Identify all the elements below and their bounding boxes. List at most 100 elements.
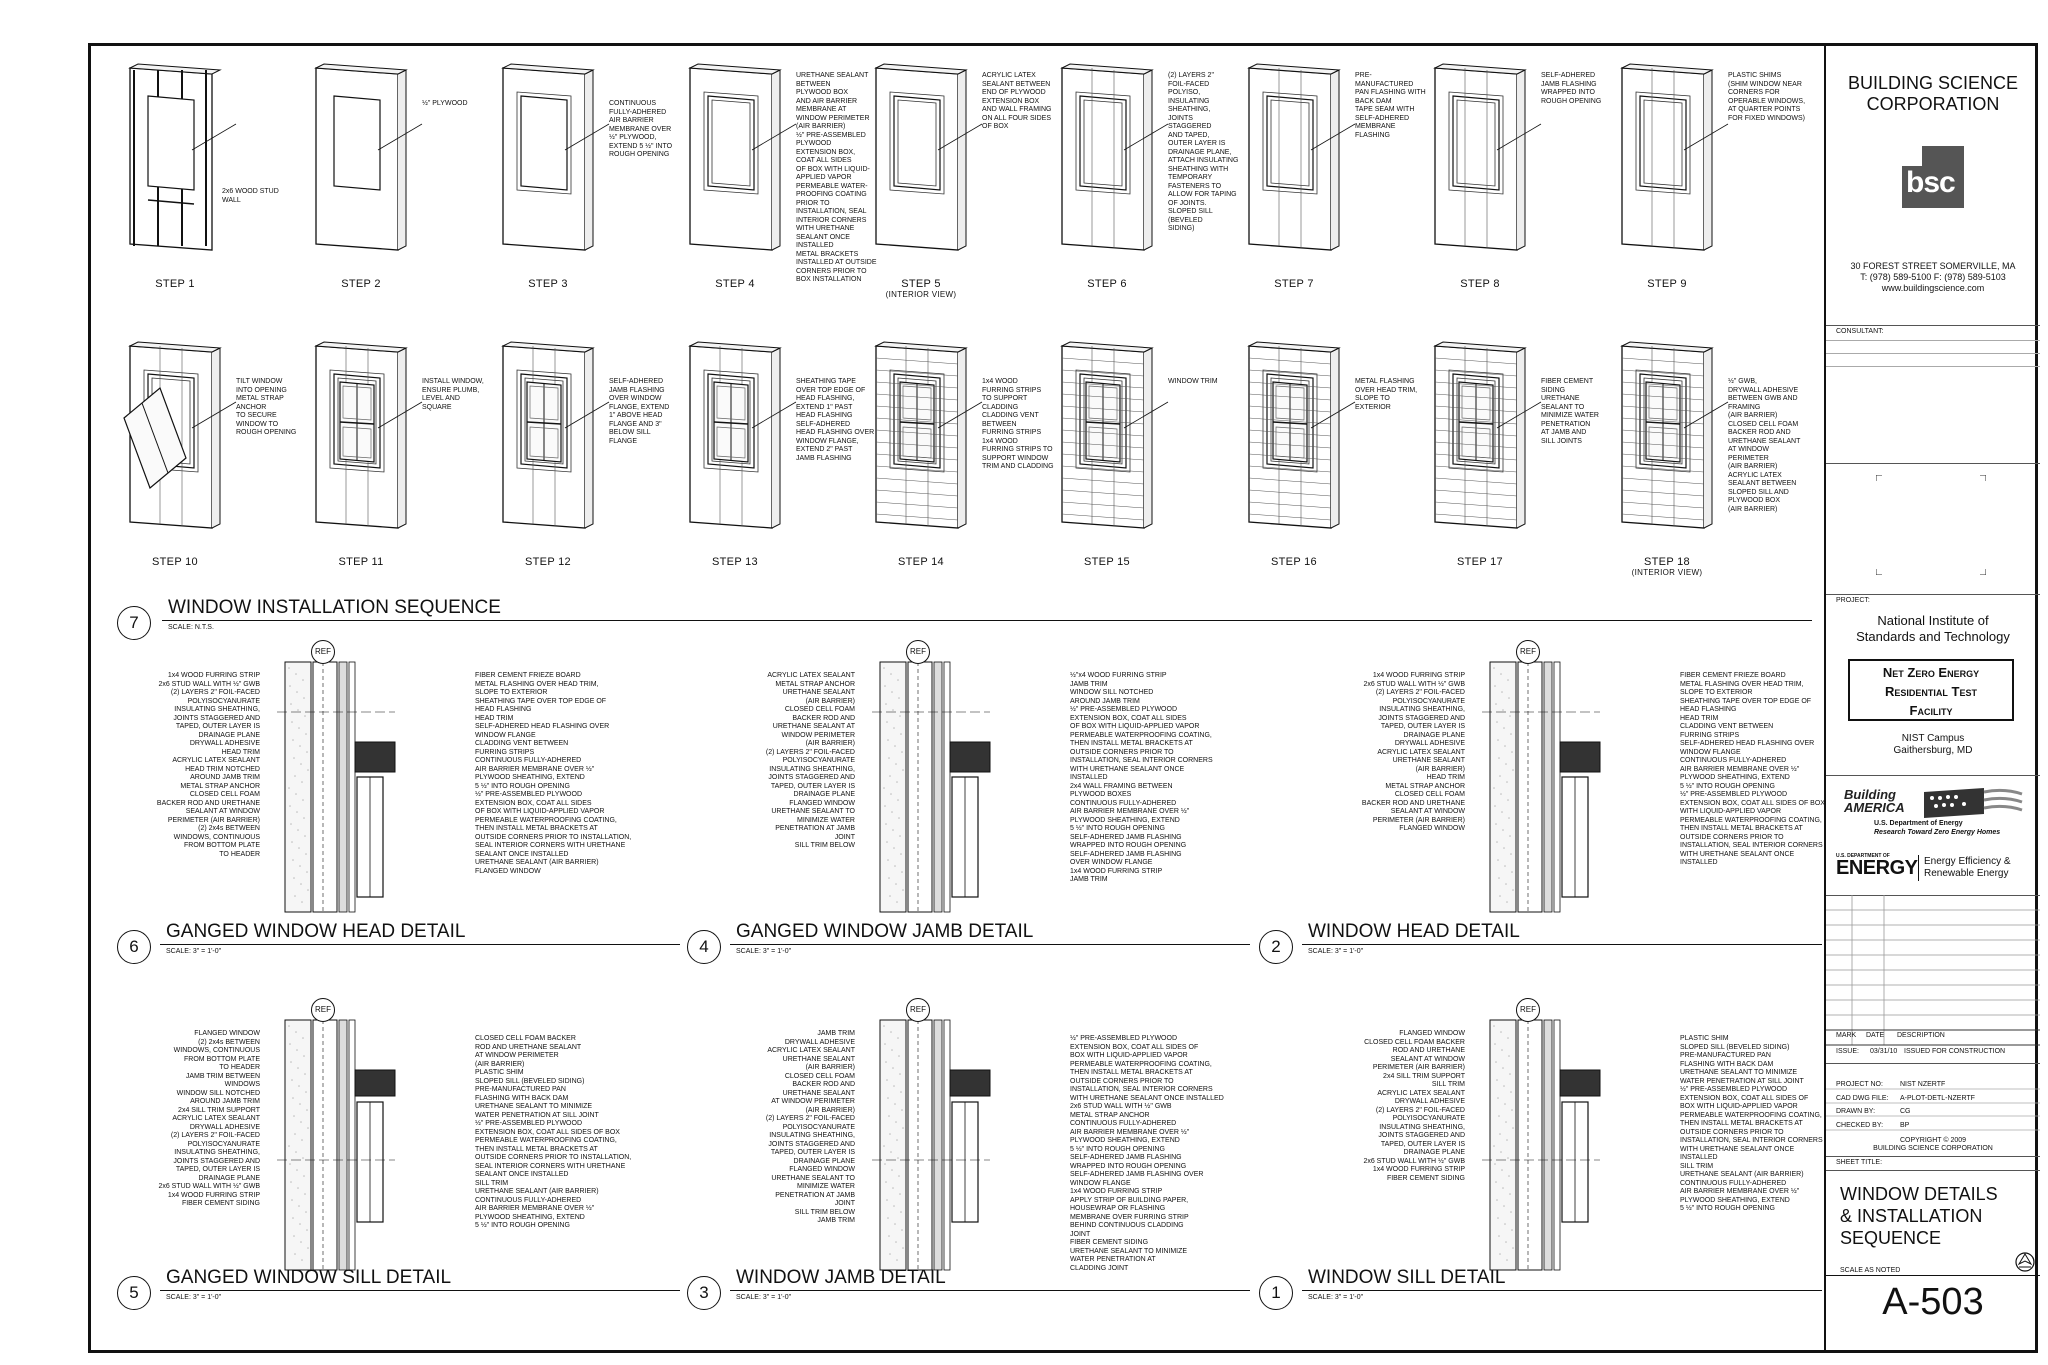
building-america-wordmark: Building AMERICA <box>1844 787 1905 815</box>
detail-scale: SCALE: 3" = 1'-0" <box>1308 1294 1364 1301</box>
step-note: TILT WINDOW INTO OPENING METAL STRAP ANC… <box>236 378 297 436</box>
step-note: PLASTIC SHIMS (SHIM WINDOW NEAR CORNERS … <box>1728 72 1806 122</box>
leader-line <box>1496 123 1542 151</box>
company-name: BUILDING SCIENCE CORPORATION <box>1826 73 2040 115</box>
project-info-values: NIST NZERTF A-PLOT-DETL-NZERTF CG BP <box>1900 1078 1975 1132</box>
detail-drawing <box>872 1019 991 1271</box>
divider <box>1826 353 2040 354</box>
leader-line <box>1310 401 1356 429</box>
revision-date-header: DATE <box>1866 1032 1885 1039</box>
doe-eere-line1: Energy Efficiency & <box>1924 856 2011 867</box>
detail-left-labels: FLANGED WINDOW CLOSED CELL FOAM BACKER R… <box>1363 1030 1465 1182</box>
sheet-title-line3: SEQUENCE <box>1840 1228 1942 1248</box>
detail-number: 1 <box>1259 1276 1293 1310</box>
bsc-logo-notch <box>1902 146 1922 166</box>
step-10 <box>120 338 230 538</box>
drawn-by-label: DRAWN BY: <box>1836 1108 1876 1115</box>
step-label: STEP 5(INTERIOR VIEW) <box>861 278 981 299</box>
step-illustration <box>501 341 595 529</box>
step-illustration <box>874 63 968 251</box>
divider <box>1826 895 2040 896</box>
step-7 <box>1239 60 1349 260</box>
step-16 <box>1239 338 1349 538</box>
step-illustration <box>874 341 968 529</box>
step-note: METAL FLASHING OVER HEAD TRIM, SLOPE TO … <box>1355 378 1418 411</box>
company-phone: T: (978) 589-5100 F: (978) 589-5103 <box>1860 272 2006 282</box>
step-sublabel: (INTERIOR VIEW) <box>1631 568 1703 577</box>
step-illustration <box>123 341 222 529</box>
cad-file-value: A-PLOT-DETL-NZERTF <box>1900 1094 1975 1102</box>
step-illustration <box>1620 341 1714 529</box>
step-label-text: STEP 13 <box>712 556 758 568</box>
step-note: INSTALL WINDOW, ENSURE PLUMB, LEVEL AND … <box>422 378 484 411</box>
project-no-value: NIST NZERTF <box>1900 1081 1946 1088</box>
sheet-title-line1: WINDOW DETAILS <box>1840 1184 1998 1204</box>
company-contact: 30 FOREST STREET SOMERVILLE, MA T: (978)… <box>1826 261 2040 294</box>
copyright-line2: BUILDING SCIENCE CORPORATION <box>1873 1145 1993 1152</box>
leader-line <box>191 123 237 151</box>
step-label: STEP 13 <box>675 556 795 568</box>
step-illustration <box>501 63 595 251</box>
north-arrow-icon <box>2015 1252 2035 1272</box>
divider <box>1826 775 2040 776</box>
step-illustration <box>314 341 408 529</box>
company-website: www.buildingscience.com <box>1881 283 1985 293</box>
leader-line <box>751 401 797 429</box>
building-america-logo: Building AMERICA U.S. Department of Ener… <box>1844 788 2029 846</box>
revision-mark-header: MARK <box>1836 1032 1857 1039</box>
detail-right-labels: PLASTIC SHIM SLOPED SILL (BEVELED SIDING… <box>1680 1035 1823 1212</box>
step-label-text: STEP 3 <box>528 278 568 290</box>
doe-small-text: U.S. DEPARTMENT OF <box>1836 853 1890 859</box>
step-note: SELF-ADHERED JAMB FLASHING WRAPPED INTO … <box>1541 72 1602 105</box>
leader-line <box>1683 401 1729 429</box>
step-label-text: STEP 18 <box>1644 556 1690 568</box>
step-label-text: STEP 5 <box>901 278 941 290</box>
revision-description-header: DESCRIPTION <box>1897 1032 1945 1039</box>
detail-drawing <box>1482 1019 1601 1271</box>
step-label: STEP 3 <box>488 278 608 290</box>
company-address: 30 FOREST STREET SOMERVILLE, MA <box>1850 261 2016 271</box>
detail-title: GANGED WINDOW SILL DETAIL <box>166 1267 452 1288</box>
ref-tag: REF <box>1516 640 1540 664</box>
leader-line <box>1123 123 1169 151</box>
step-sublabel: (INTERIOR VIEW) <box>885 290 957 299</box>
detail-drawing <box>1482 661 1601 913</box>
ref-tag: REF <box>906 998 930 1022</box>
step-17 <box>1425 338 1535 538</box>
issue-date: 03/31/10 <box>1870 1048 1898 1055</box>
sequence-title-rule <box>162 620 1812 621</box>
company-name-line2: CORPORATION <box>1866 94 2000 114</box>
issue-label: ISSUE: <box>1836 1048 1859 1055</box>
detail-right-labels: CLOSED CELL FOAM BACKER ROD AND URETHANE… <box>475 1035 632 1229</box>
scale-note: SCALE AS NOTED <box>1840 1267 1901 1274</box>
detail-title-rule <box>730 944 1250 945</box>
step-note: URETHANE SEALANT BETWEEN PLYWOOD BOX AND… <box>796 72 877 283</box>
step-label: STEP 18(INTERIOR VIEW) <box>1607 556 1727 577</box>
step-9 <box>1612 60 1722 260</box>
step-illustration <box>1247 63 1341 251</box>
step-label: STEP 14 <box>861 556 981 568</box>
detail-number: 5 <box>117 1276 151 1310</box>
leader-line <box>751 123 797 151</box>
leader-line <box>564 401 610 429</box>
step-label-text: STEP 1 <box>155 278 195 290</box>
step-label: STEP 11 <box>301 556 421 568</box>
divider <box>1826 340 2040 341</box>
step-label: STEP 17 <box>1420 556 1540 568</box>
detail-left-labels: ACRYLIC LATEX SEALANT METAL STRAP ANCHOR… <box>765 672 855 849</box>
divider <box>1826 594 2040 595</box>
revision-grid <box>1826 895 2040 1046</box>
sheet-title-label: SHEET TITLE: <box>1836 1159 1883 1166</box>
doe-eere: Energy Efficiency & Renewable Energy <box>1924 856 2011 880</box>
leader-line <box>564 123 610 151</box>
detail-right-labels: FIBER CEMENT FRIEZE BOARD METAL FLASHING… <box>475 672 632 875</box>
detail-scale: SCALE: 3" = 1'-0" <box>166 1294 222 1301</box>
step-label-text: STEP 15 <box>1084 556 1130 568</box>
detail-left-labels: JAMB TRIM DRYWALL ADHESIVE ACRYLIC LATEX… <box>765 1030 855 1224</box>
step-label: STEP 9 <box>1607 278 1727 290</box>
step-label-text: STEP 2 <box>341 278 381 290</box>
detail-right-labels: ½"x4 WOOD FURRING STRIP JAMB TRIM WINDOW… <box>1070 672 1213 883</box>
step-note: SELF-ADHERED JAMB FLASHING OVER WINDOW F… <box>609 378 670 445</box>
step-label: STEP 12 <box>488 556 608 568</box>
step-label-text: STEP 16 <box>1271 556 1317 568</box>
